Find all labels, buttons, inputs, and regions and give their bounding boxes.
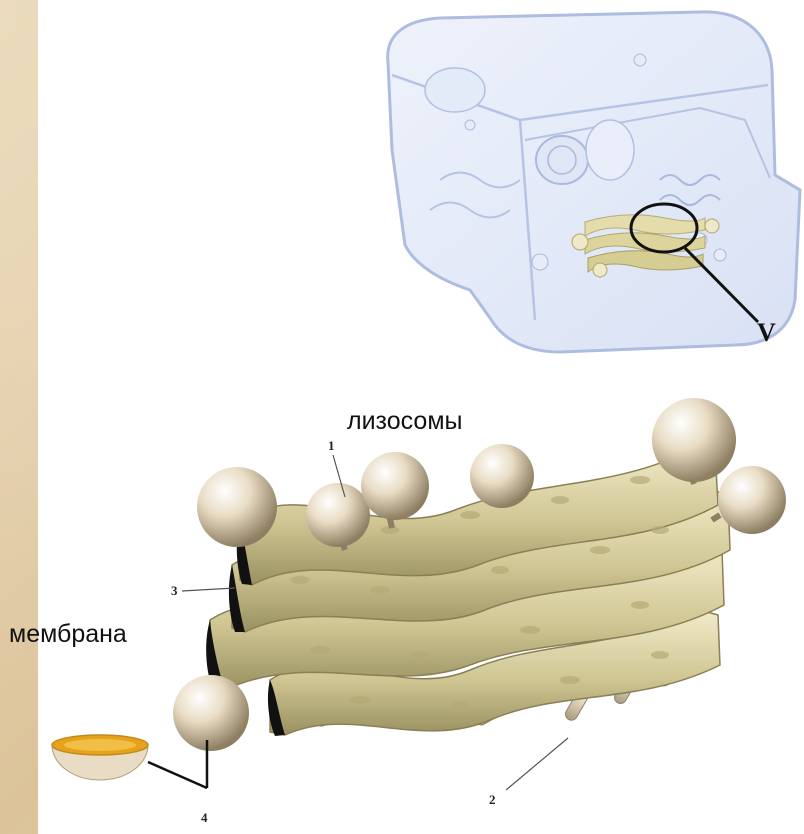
- vesicle: [718, 466, 786, 534]
- golgi-stack: [52, 398, 786, 790]
- marker-4: 4: [201, 810, 208, 826]
- marker-1: 1: [328, 438, 335, 454]
- marker-2: 2: [489, 792, 496, 808]
- vesicle: [652, 398, 736, 482]
- label-membrane: мембрана: [9, 620, 127, 649]
- half-vesicle: [52, 735, 148, 780]
- vesicle: [173, 675, 249, 751]
- marker-v: V: [757, 318, 776, 348]
- vesicle: [470, 444, 534, 508]
- vesicle: [306, 483, 370, 547]
- marker-3: 3: [171, 583, 178, 599]
- vesicle: [197, 467, 277, 547]
- cell-overview: [388, 12, 800, 352]
- label-lysosomes: лизосомы: [347, 407, 462, 436]
- vesicle: [361, 452, 429, 520]
